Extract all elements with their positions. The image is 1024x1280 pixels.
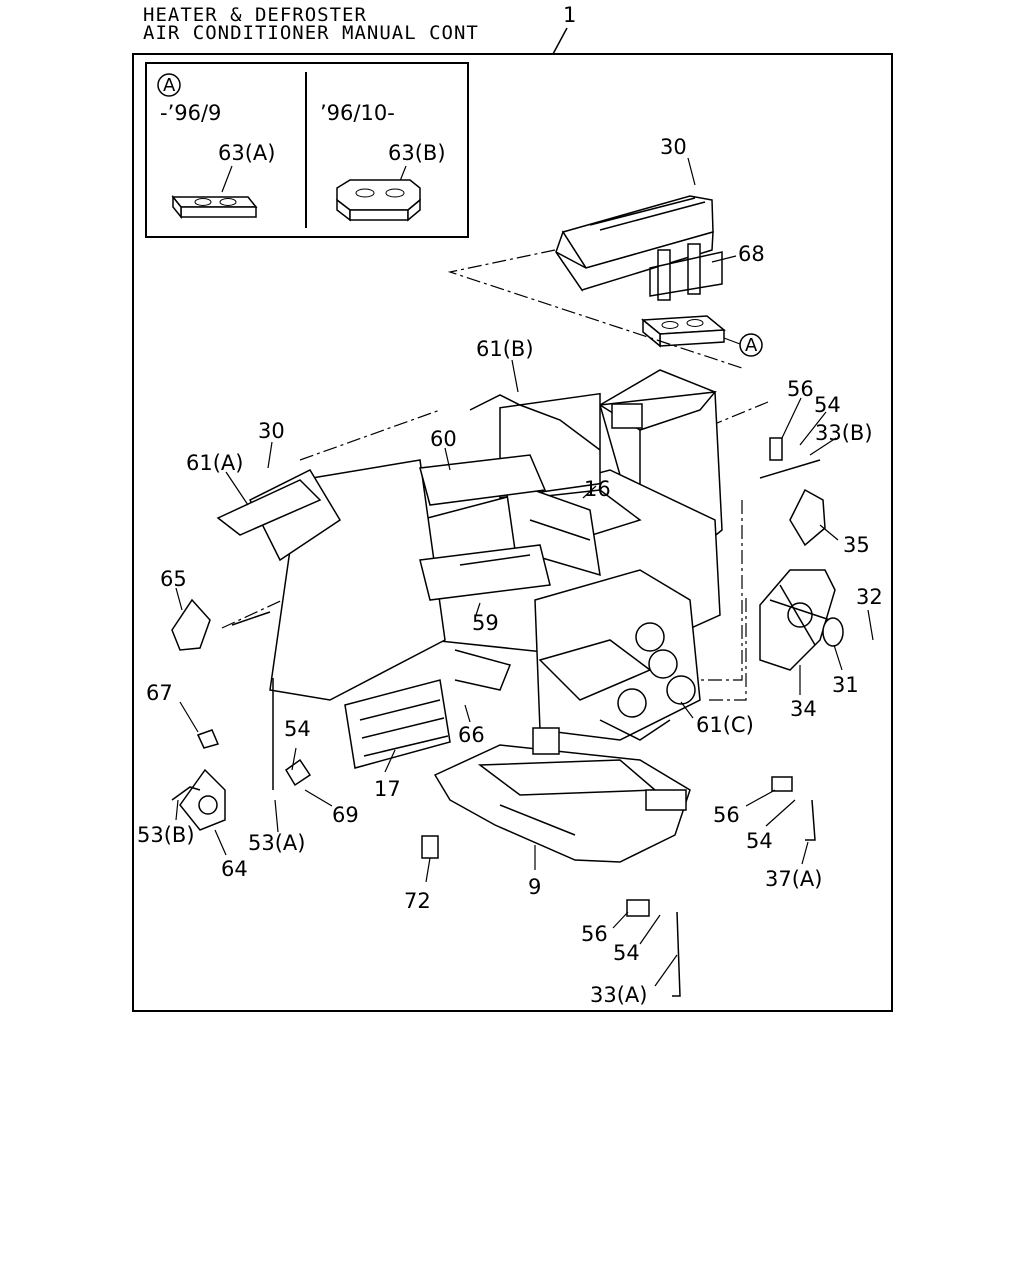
callout-54-bottom: 54	[613, 941, 640, 965]
assembly-ref-label: 1	[563, 3, 576, 27]
diagram-title: HEATER & DEFROSTER	[143, 4, 367, 26]
callout-56-right: 56	[713, 803, 740, 827]
callout-32: 32	[856, 585, 883, 609]
diagram-subtitle: AIR CONDITIONER MANUAL CONT	[143, 22, 479, 44]
callout-54-left: 54	[284, 717, 311, 741]
callout-72: 72	[404, 889, 431, 913]
callout-37a: 37(A)	[765, 867, 822, 891]
callout-30-top: 30	[660, 135, 687, 159]
callout-54-top: 54	[814, 393, 841, 417]
gasket-63b-icon	[336, 179, 421, 222]
assembly-guide-lines	[221, 249, 769, 701]
callout-69: 69	[332, 803, 359, 827]
callout-54-right: 54	[746, 829, 773, 853]
ref-a-label: A	[745, 335, 758, 356]
callout-64: 64	[221, 857, 248, 881]
inset-marker-label: A	[163, 75, 176, 96]
callout-35: 35	[843, 533, 870, 557]
callout-34: 34	[790, 697, 817, 721]
ref-a-circle	[739, 333, 763, 357]
callout-53a: 53(A)	[248, 831, 305, 855]
callout-61c: 61(C)	[696, 713, 754, 737]
callout-61a: 61(A)	[186, 451, 243, 475]
hvac-case-assembly	[171, 369, 844, 997]
callout-66: 66	[458, 723, 485, 747]
inset-box: A -’96/9 ’96/10- 63(A) 63(B)	[145, 62, 469, 238]
callout-31: 31	[832, 673, 859, 697]
callout-17: 17	[374, 777, 401, 801]
gasket-63-installed-icon	[641, 315, 726, 348]
leader-lines	[175, 157, 874, 987]
callout-65: 65	[160, 567, 187, 591]
callout-9: 9	[528, 875, 541, 899]
callout-68: 68	[738, 242, 765, 266]
callout-60: 60	[430, 427, 457, 451]
heater-core-68	[555, 195, 723, 301]
inset-right-part: 63(B)	[388, 141, 446, 165]
inset-right-date: ’96/10-	[320, 101, 395, 125]
callout-59: 59	[472, 611, 499, 635]
callout-61b: 61(B)	[476, 337, 534, 361]
callout-56-bottom: 56	[581, 922, 608, 946]
part-callouts: 30 68 61(B) 56 54 33(B) 30 60 61(A) 16 3…	[137, 135, 883, 1007]
inset-left-part: 63(A)	[218, 141, 275, 165]
callout-33a: 33(A)	[590, 983, 647, 1007]
callout-33b: 33(B)	[815, 421, 873, 445]
inset-left-date: -’96/9	[160, 101, 221, 125]
callout-67: 67	[146, 681, 173, 705]
gasket-63a-icon	[171, 194, 258, 220]
callout-16: 16	[584, 477, 611, 501]
callout-30-left: 30	[258, 419, 285, 443]
inset-marker-circle	[157, 73, 181, 97]
assembly-ref-leader	[552, 27, 568, 55]
callout-53b: 53(B)	[137, 823, 195, 847]
callout-56-top: 56	[787, 377, 814, 401]
diagram-frame	[132, 53, 893, 1012]
